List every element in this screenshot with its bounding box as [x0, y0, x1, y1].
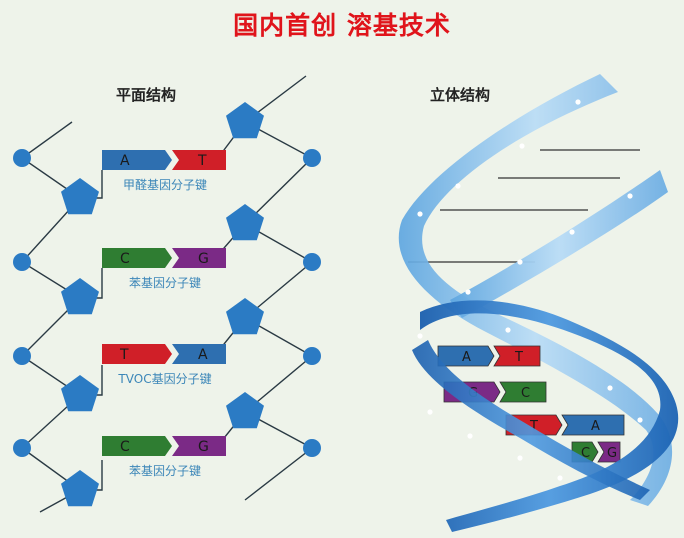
planar-base-pair: T A TVOC基因分子键 [102, 344, 226, 386]
base-left-letter: T [119, 347, 129, 363]
base-left-letter: C [120, 251, 130, 267]
base-right-letter: G [607, 446, 617, 461]
bond-caption: TVOC基因分子键 [117, 372, 211, 386]
backbone-node [303, 439, 321, 457]
base-left [102, 344, 172, 364]
base-left-letter: A [120, 153, 130, 169]
planar-backbone [20, 75, 314, 513]
planar-base-pair: C G 苯基因分子键 [102, 248, 226, 290]
base-right-letter: A [591, 419, 600, 434]
backbone-node [303, 347, 321, 365]
base-right [561, 414, 625, 436]
base-right-letter: T [197, 153, 207, 169]
base-right-letter: G [198, 439, 209, 455]
base-left-letter: T [529, 419, 538, 434]
planar-base-pairs: A T 甲醛基因分子键 C G 苯基因分子键 T A TVOC基因分子键 C G 苯基因分子键 [102, 150, 226, 478]
helix-structure-title: 立体结构 [430, 86, 491, 104]
helix-rungs [408, 149, 640, 263]
base-right-letter: A [198, 347, 208, 363]
base-left-letter: C [581, 446, 590, 461]
planar-structure-title: 平面结构 [116, 86, 177, 104]
backbone-node [13, 439, 31, 457]
sugar-pentagon [226, 392, 264, 429]
bond-caption: 甲醛基因分子键 [123, 177, 207, 192]
base-right [172, 344, 226, 364]
helix-strand-light [398, 74, 673, 506]
bond-caption: 苯基因分子键 [129, 276, 201, 290]
base-left [102, 248, 172, 268]
base-right-letter: G [198, 251, 209, 267]
base-right-letter: C [521, 386, 530, 401]
base-right [499, 381, 547, 403]
helix-strand-dark-lower [412, 340, 650, 500]
backbone-node [303, 253, 321, 271]
base-left [102, 436, 172, 456]
base-right [172, 150, 226, 170]
base-right [172, 248, 226, 268]
sugar-pentagon [61, 375, 99, 412]
bond-caption: 苯基因分子键 [129, 464, 201, 478]
sugar-pentagon [61, 178, 99, 215]
backbone-node [303, 149, 321, 167]
sugar-pentagon [226, 102, 264, 139]
backbone-node [13, 253, 31, 271]
planar-nodes [13, 102, 321, 507]
base-left-letter: C [120, 439, 130, 455]
page-title: 国内首创 溶基技术 [233, 11, 451, 40]
helix-dots [417, 99, 643, 481]
base-left-letter: A [462, 350, 471, 365]
sugar-pentagon [226, 298, 264, 335]
base-right [172, 436, 226, 456]
base-right [597, 441, 621, 463]
sugar-pentagon [61, 278, 99, 315]
base-left [102, 150, 172, 170]
helix-strand-light-upper [450, 170, 668, 318]
planar-base-pair: A T 甲醛基因分子键 [102, 150, 226, 192]
sugar-pentagon [226, 204, 264, 241]
backbone-node [13, 347, 31, 365]
planar-base-pair: C G 苯基因分子键 [102, 436, 226, 478]
base-right-letter: T [514, 350, 523, 365]
backbone-node [13, 149, 31, 167]
sugar-pentagon [61, 470, 99, 507]
base-right [493, 345, 541, 367]
